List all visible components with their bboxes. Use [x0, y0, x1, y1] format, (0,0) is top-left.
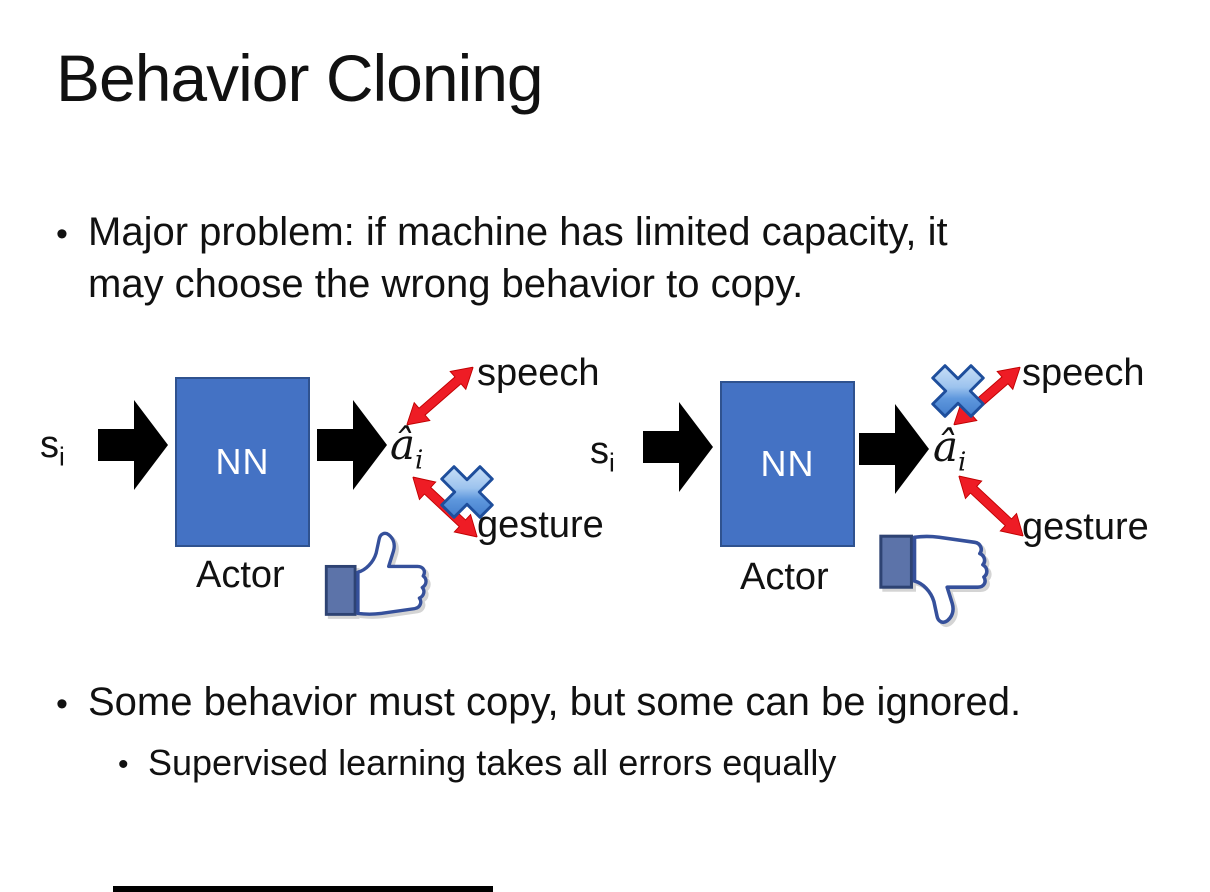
actor-label: Actor [740, 556, 829, 598]
bullet-some-behavior: Some behavior must copy, but some can be… [88, 680, 1022, 724]
bullet-supervised: Supervised learning takes all errors equ… [148, 742, 837, 783]
speech-label: speech [1022, 352, 1145, 394]
cross-out-icon [931, 364, 985, 418]
flow-arrow-icon [859, 404, 929, 494]
bullet-marker: • [118, 748, 129, 781]
gesture-label: gesture [477, 504, 604, 546]
bullet-marker: • [56, 685, 68, 723]
speech-arrow-icon [406, 366, 474, 426]
cross-out-icon [440, 465, 494, 519]
nn-label: NN [215, 441, 270, 482]
input-state-label: si [40, 424, 65, 472]
slide-title: Behavior Cloning [56, 41, 544, 115]
input-state-label: si [590, 430, 615, 478]
nn-label: NN [760, 443, 815, 484]
thumbs-down-icon [879, 534, 989, 624]
bullet-line: Major problem: if machine has limited ca… [88, 210, 948, 254]
output-action-label: âi [390, 420, 424, 476]
bullet-major-problem: Major problem: if machine has limited ca… [88, 206, 948, 310]
actor-label: Actor [196, 554, 285, 596]
bullet-line: may choose the wrong behavior to copy. [88, 262, 804, 306]
output-action-label: âi [933, 422, 967, 478]
nn-box: NN [175, 377, 310, 547]
gesture-arrow-icon [958, 475, 1024, 537]
bottom-partial-line [113, 886, 493, 892]
speech-label: speech [477, 352, 600, 394]
bullet-marker: • [56, 215, 68, 253]
flow-arrow-icon [98, 400, 168, 490]
flow-arrow-icon [317, 400, 387, 490]
thumbs-up-icon [324, 531, 428, 616]
nn-box: NN [720, 381, 855, 547]
flow-arrow-icon [643, 402, 713, 492]
gesture-label: gesture [1022, 506, 1149, 548]
